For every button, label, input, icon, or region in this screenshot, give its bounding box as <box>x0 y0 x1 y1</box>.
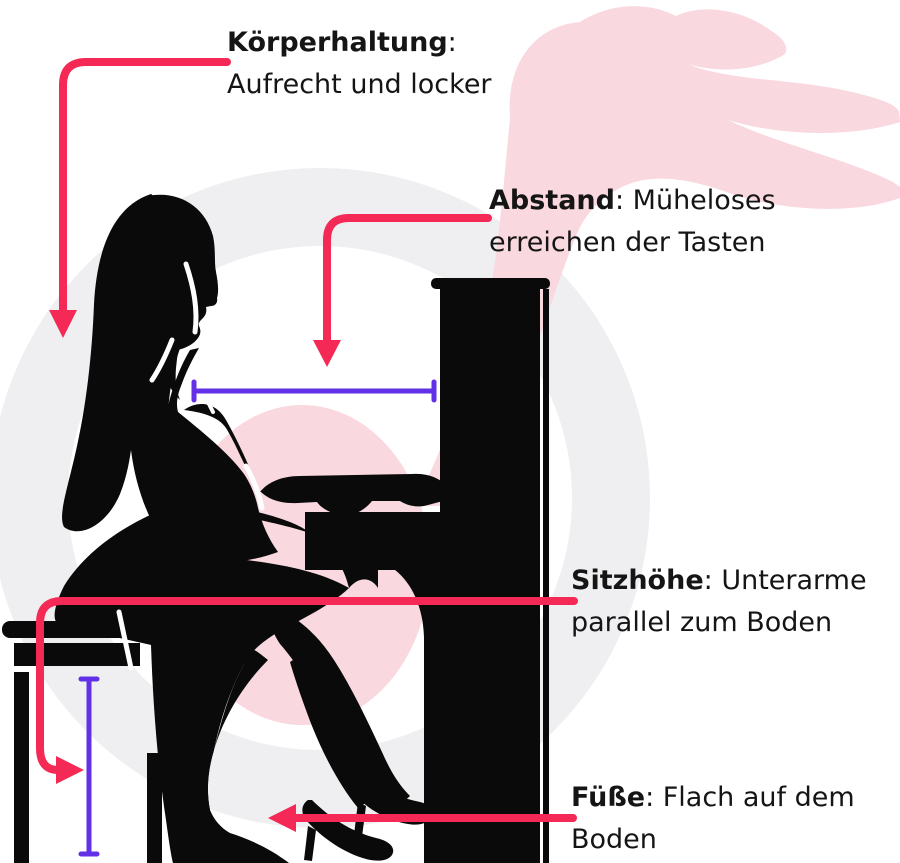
hair <box>62 194 183 552</box>
label-fuesse-term: Füße <box>571 782 646 813</box>
feet-arrowhead <box>268 804 296 832</box>
label-abstand-line2: erreichen der Tasten <box>489 227 766 258</box>
measurement-lines <box>78 379 437 857</box>
label-sitzhoehe-line1: Sitzhöhe: Unterarme <box>571 560 867 602</box>
shoe-back-heel <box>304 826 316 861</box>
label-fuesse-line1: Füße: Flach auf dem <box>571 777 855 819</box>
distance-arrow-line <box>323 214 492 348</box>
background-ring <box>0 168 650 828</box>
piano-lower-front <box>395 570 540 863</box>
label-sitzhoehe-rest: : Unterarme <box>703 565 867 596</box>
white-detail-lines <box>116 261 265 671</box>
back-leg <box>290 658 376 808</box>
posture-arrowhead <box>49 310 77 338</box>
label-koerperhaltung: Körperhaltung: Aufrecht und locker <box>227 22 492 106</box>
label-koerperhaltung-line1: Körperhaltung: <box>227 22 492 64</box>
bust-arm-gap <box>243 463 265 511</box>
label-fuesse: Füße: Flach auf dem Boden <box>571 777 855 861</box>
shoe-front <box>353 776 432 825</box>
distance-arrowhead <box>313 340 341 367</box>
label-koerperhaltung-line2: Aufrecht und locker <box>227 69 492 100</box>
label-sitzhoehe: Sitzhöhe: Unterarme parallel zum Boden <box>571 560 867 644</box>
arm-and-hands <box>184 404 450 516</box>
seat-height-arrow-line <box>36 597 578 774</box>
piano-back-edge <box>543 289 549 863</box>
pianist-silhouette <box>54 194 432 863</box>
neck-hair-gap <box>149 337 175 383</box>
label-fuesse-line2: Boden <box>571 824 657 855</box>
label-abstand-term: Abstand <box>489 185 615 216</box>
label-abstand-rest: : Müheloses <box>614 185 776 216</box>
stool-left-leg <box>14 672 29 863</box>
piano-lid <box>431 278 550 289</box>
stool-right-leg <box>147 753 162 863</box>
label-sitzhoehe-term: Sitzhöhe <box>571 565 704 596</box>
torso <box>159 348 278 564</box>
posture-arrow-line <box>59 58 231 318</box>
callout-arrows <box>36 58 578 832</box>
stool-apron <box>14 643 140 666</box>
label-koerperhaltung-rest: : <box>447 27 457 58</box>
hairline-gap <box>183 261 199 335</box>
head <box>148 194 219 400</box>
skirt-lap <box>158 550 349 810</box>
upright-piano <box>305 278 550 863</box>
label-abstand: Abstand: Müheloses erreichen der Tasten <box>489 180 776 264</box>
label-fuesse-rest: : Flach auf dem <box>645 782 855 813</box>
stool-skirt-gap <box>116 609 134 671</box>
label-abstand-line1: Abstand: Müheloses <box>489 180 776 222</box>
front-leg <box>267 606 410 814</box>
seat-height-arrowhead <box>56 756 84 784</box>
piano-keybed <box>305 512 445 570</box>
label-sitzhoehe-line2: parallel zum Boden <box>571 607 833 638</box>
label-koerperhaltung-term: Körperhaltung <box>227 27 448 58</box>
flame-decoration <box>415 6 900 507</box>
skirt <box>54 504 378 863</box>
